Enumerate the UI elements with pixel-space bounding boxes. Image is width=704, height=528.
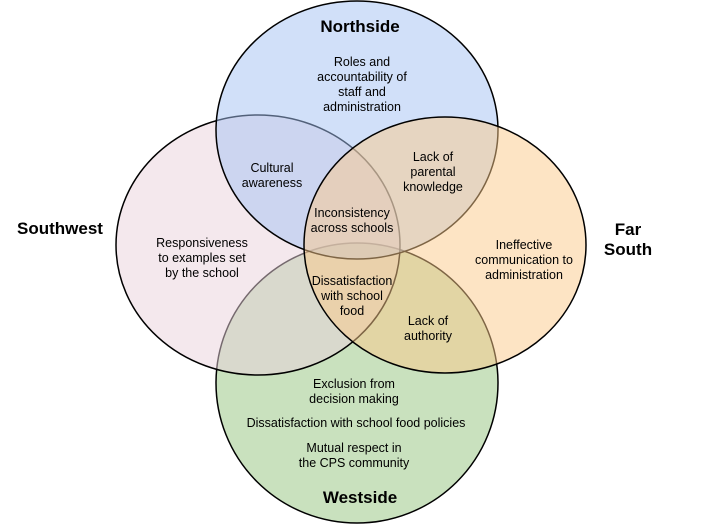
text-line: accountability of xyxy=(317,70,407,84)
text-line: Roles and xyxy=(333,55,391,69)
text-line: to examples set xyxy=(158,251,246,265)
text-line: food xyxy=(339,304,365,318)
text-line: parental xyxy=(410,165,456,179)
text-line: Far xyxy=(614,220,642,239)
text-line: communication to xyxy=(475,253,573,267)
southwest-label: Southwest xyxy=(17,219,103,238)
text-line: with school xyxy=(321,289,383,303)
text-line: Mutual respect in xyxy=(306,441,402,455)
text-line: Dissatisfaction xyxy=(311,274,393,288)
text-line: Responsiveness xyxy=(156,236,248,250)
text-line: Inconsistency xyxy=(314,206,390,220)
westside-label: Westside xyxy=(322,488,398,507)
text-line: Exclusion from xyxy=(313,377,395,391)
text-line: authority xyxy=(404,329,452,343)
northside-label: Northside xyxy=(320,17,400,36)
text-line: by the school xyxy=(165,266,239,280)
text-line: the CPS community xyxy=(298,456,410,470)
text-line: Dissatisfaction with school food policie… xyxy=(246,416,466,430)
text-line: Lack of xyxy=(412,150,454,164)
text-line: South xyxy=(603,240,653,259)
text-line: Cultural xyxy=(250,161,294,175)
text-line: administration xyxy=(485,268,563,282)
far-south-circle xyxy=(303,116,587,374)
text-line: awareness xyxy=(241,176,303,190)
text-line: staff and xyxy=(338,85,386,99)
text-line: decision making xyxy=(309,392,399,406)
region-westside-2: Dissatisfaction with school food policie… xyxy=(244,416,468,431)
text-line: Ineffective xyxy=(495,238,553,252)
text-line: across schools xyxy=(310,221,394,235)
text-line: administration xyxy=(323,100,401,114)
text-line: Lack of xyxy=(407,314,449,328)
text-line: knowledge xyxy=(403,180,463,194)
